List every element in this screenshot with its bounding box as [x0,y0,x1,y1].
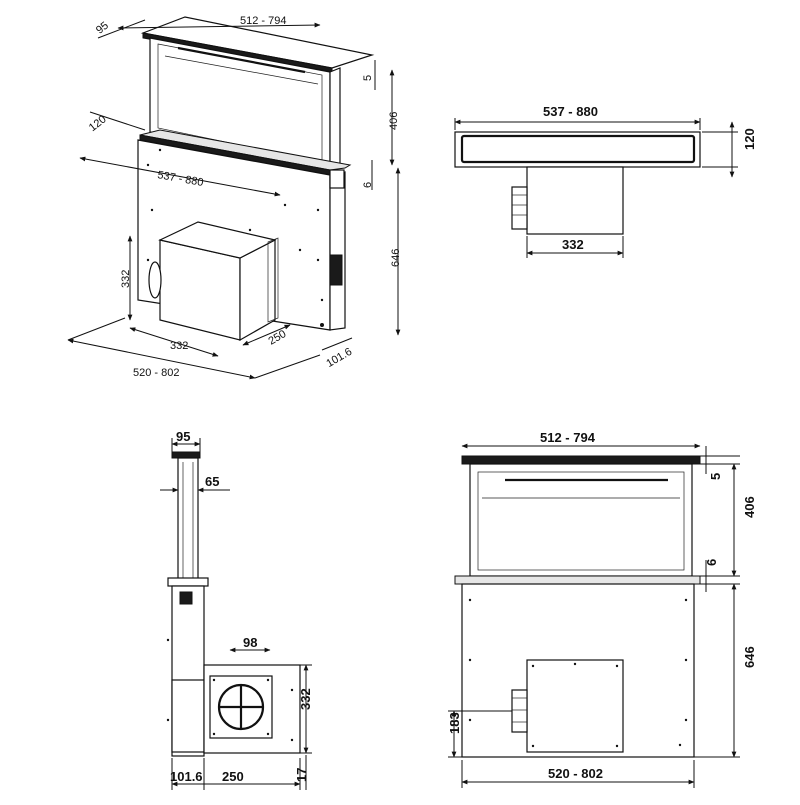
isometric-view: 512 - 794 95 5 406 120 537 - 880 6 646 3… [67,15,402,380]
iso-motor-height: 332 [120,270,132,288]
top-view: 537 - 880 120 332 [454,104,757,258]
top-frame-depth: 120 [742,128,757,150]
front-outlet [511,689,528,733]
front-motor [526,659,624,753]
front-base-width: 520 - 802 [548,766,603,781]
front-glass-top [461,455,701,465]
iso-width-top: 512 - 794 [240,15,286,27]
iso-base-width: 520 - 802 [133,367,179,379]
top-motor-width: 332 [562,237,584,252]
front-visible-height: 406 [742,496,757,518]
iso-depth-top: 95 [94,20,111,37]
front-view: 512 - 794 5 406 6 646 183 520 - 802 [447,430,757,788]
top-outlet [511,186,528,230]
top-glass [460,134,696,164]
iso-gap: 6 [362,182,374,188]
side-base-depth: 101.6 [170,769,203,784]
iso-base-depth: 101.6 [324,346,354,370]
iso-frame-depth: 120 [87,113,109,134]
side-profile-width: 65 [205,474,219,489]
top-motor [526,166,624,235]
front-lower-height: 646 [742,646,757,668]
iso-lower-height: 646 [390,249,402,267]
iso-motor-depth: 250 [266,328,288,348]
front-gap: 6 [704,559,719,566]
side-offset: 17 [294,768,309,782]
front-outlet-height: 183 [447,712,462,734]
side-top-width: 95 [176,429,190,444]
iso-glass-thickness: 5 [362,75,374,81]
iso-motor-width: 332 [170,340,188,352]
side-outlet-width: 98 [243,635,257,650]
front-frame [454,575,701,585]
front-width-top: 512 - 794 [540,430,596,445]
side-motor-height: 332 [298,688,313,710]
top-frame-width: 537 - 880 [543,104,598,119]
iso-visible-height: 406 [388,112,400,130]
front-glass-thickness: 5 [708,473,723,480]
side-profile [177,457,199,581]
side-motor-depth: 250 [222,769,244,784]
front-upper [469,463,693,577]
side-view: 95 65 98 332 101.6 250 17 [160,429,313,790]
side-glass-top [171,451,201,459]
